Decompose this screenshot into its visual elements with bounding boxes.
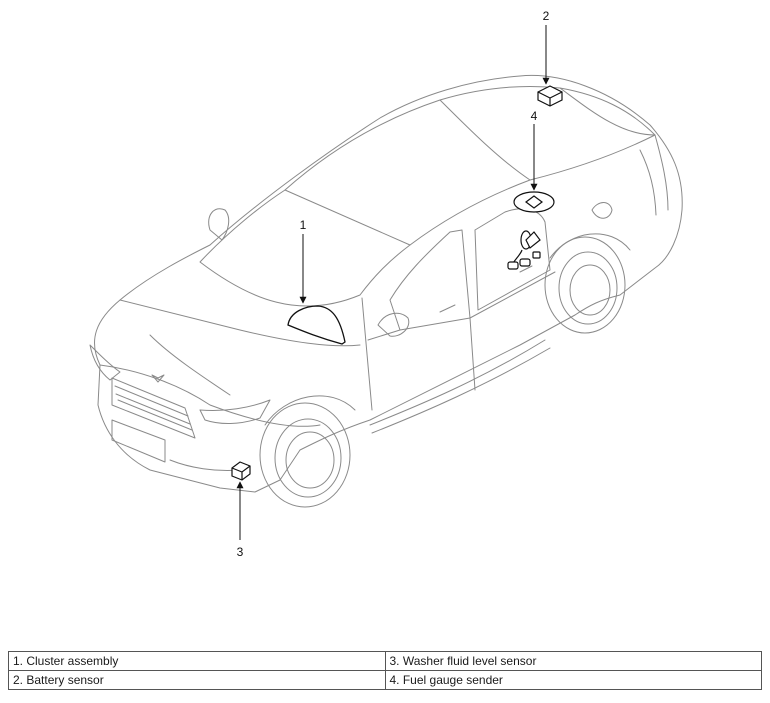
callout-4: 4	[531, 109, 538, 123]
legend-row: 1. Cluster assembly 3. Washer fluid leve…	[8, 651, 762, 671]
washer-fluid-level-sensor-part	[231, 461, 251, 481]
legend-row: 2. Battery sensor 4. Fuel gauge sender	[8, 670, 762, 690]
legend-cell-fuel-gauge-sender: 4. Fuel gauge sender	[384, 670, 762, 690]
fuel-gauge-sender-part	[507, 191, 555, 270]
car-component-location-diagram: 1 2 4 3	[89, 9, 683, 559]
cluster-assembly-part	[287, 305, 346, 345]
callout-1: 1	[300, 218, 307, 232]
legend-cell-washer-fluid-level-sensor: 3. Washer fluid level sensor	[384, 651, 762, 671]
callout-3: 3	[237, 545, 244, 559]
battery-sensor-part	[537, 85, 563, 107]
parts-legend-table: 1. Cluster assembly 3. Washer fluid leve…	[8, 651, 762, 690]
legend-cell-battery-sensor: 2. Battery sensor	[8, 670, 386, 690]
callout-2: 2	[543, 9, 550, 23]
legend-cell-cluster-assembly: 1. Cluster assembly	[8, 651, 386, 671]
callout-arrows	[236, 25, 550, 540]
car-illustration	[89, 74, 683, 508]
